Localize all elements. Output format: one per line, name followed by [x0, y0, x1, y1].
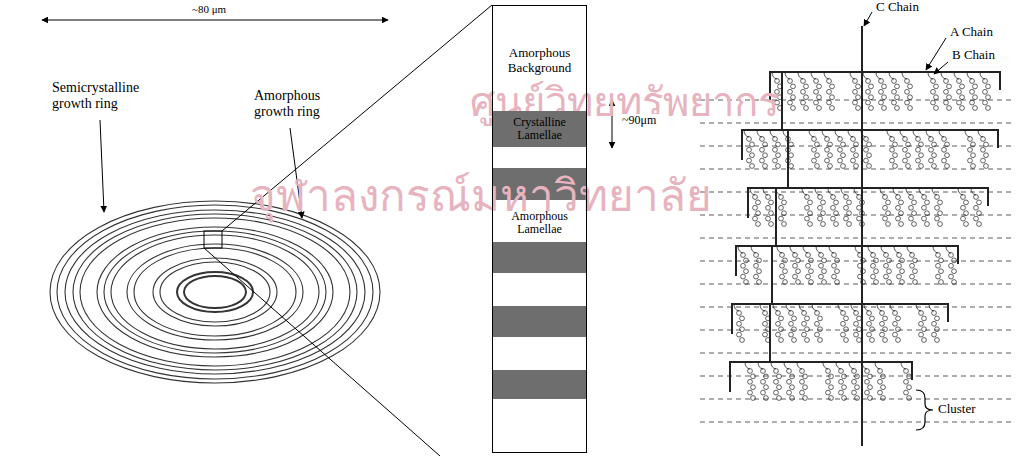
- zoom-line: [204, 248, 440, 456]
- cluster-label: Cluster: [936, 402, 978, 417]
- cluster-brace: [916, 390, 933, 430]
- growth-rings: [50, 201, 380, 383]
- band-label: Amorphous Lamellae: [495, 210, 584, 237]
- dimension-label: ~90μm: [620, 114, 658, 127]
- lamellae-panel: Amorphous BackgroundCrystalline Lamellae…: [492, 5, 587, 453]
- ring-label: Semicrystalline growth ring: [50, 80, 166, 111]
- leader-line: [864, 12, 872, 26]
- dimension-label: ~80 μm: [190, 3, 228, 15]
- leader-line: [934, 62, 948, 74]
- band-label: Crystalline Lamellae: [495, 116, 584, 143]
- chain-label: A Chain: [948, 25, 995, 40]
- leader-line: [100, 120, 104, 212]
- dimension-arrow: [42, 20, 388, 21]
- chain-label: B Chain: [950, 48, 997, 63]
- lamella-band: Amorphous Lamellae: [493, 203, 586, 243]
- chain-label: C Chain: [874, 0, 921, 15]
- lamella-band: Crystalline Lamellae: [493, 111, 586, 147]
- leader-line: [926, 38, 946, 70]
- ring-label: Amorphous growth ring: [252, 88, 352, 119]
- zoom-square: [204, 231, 222, 248]
- band-label: Amorphous Background: [500, 46, 580, 75]
- cluster-boundaries: [700, 100, 1012, 422]
- watermark: จุฬาลงกรณ์มหาวิทยาลัย: [250, 160, 712, 230]
